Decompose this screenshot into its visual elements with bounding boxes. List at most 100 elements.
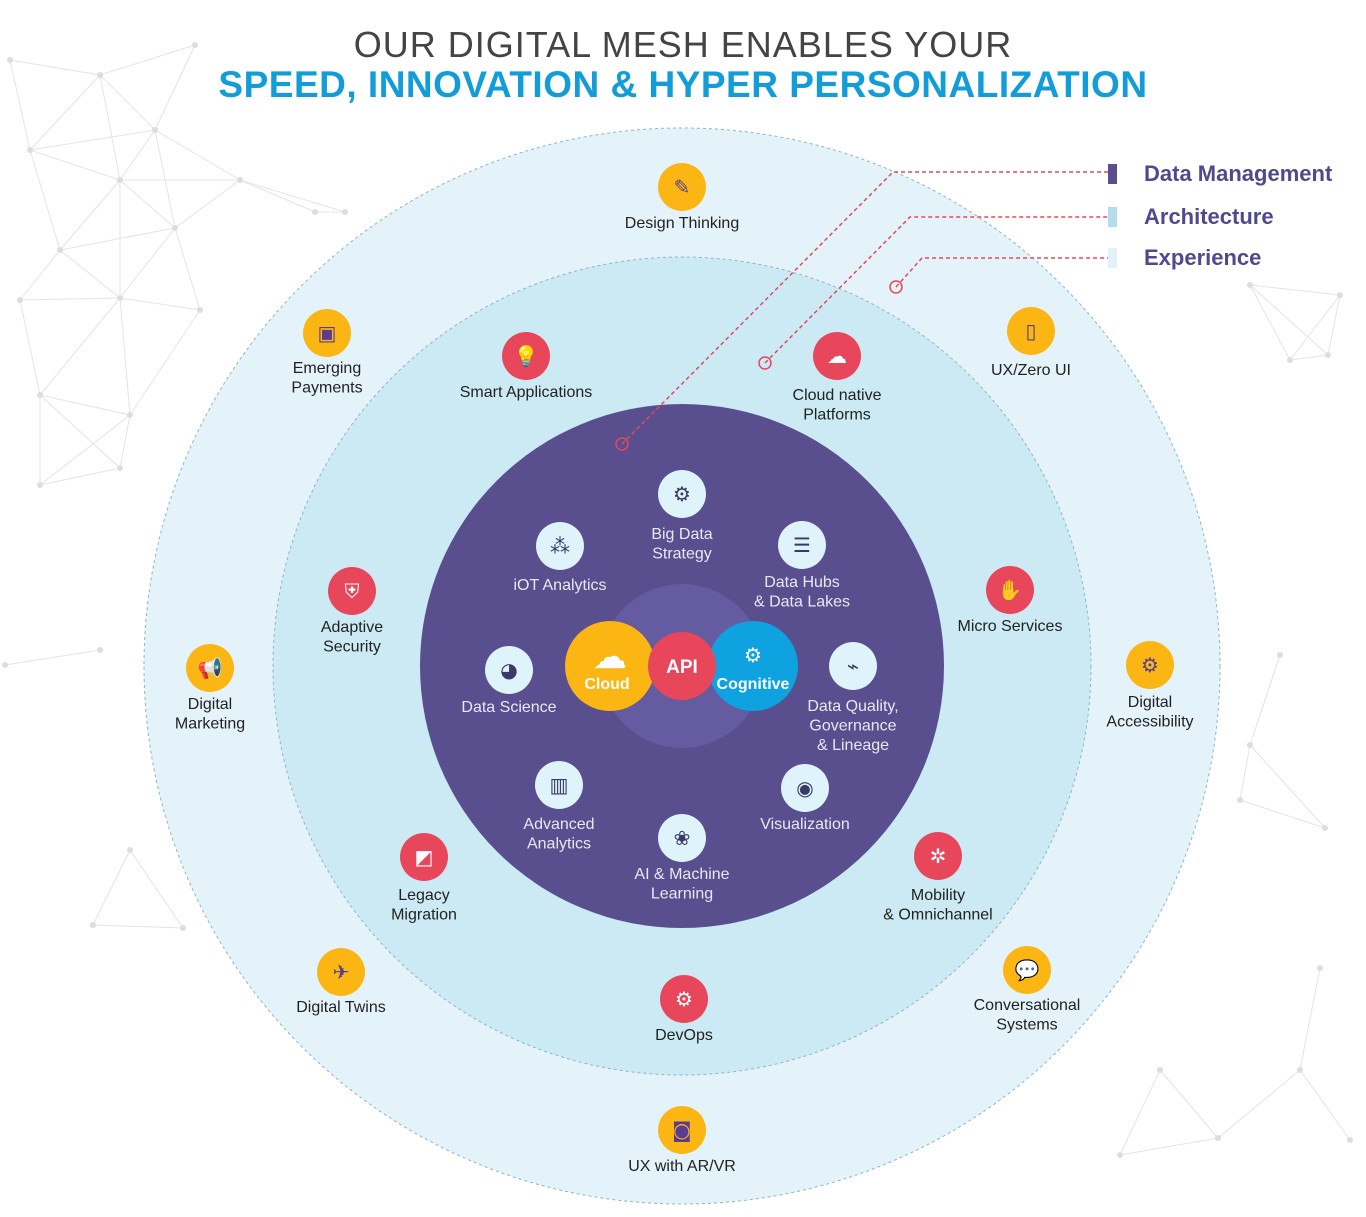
network-line — [1289, 294, 1341, 361]
network-node — [1317, 965, 1323, 971]
icon-badge — [813, 332, 861, 380]
cloud-icon: ☁ — [827, 344, 847, 368]
network-node — [237, 177, 243, 183]
mesh-item-micro-services: ✋Micro Services — [958, 566, 1063, 635]
item-label: Digital — [188, 696, 232, 713]
cloud-icon: ☁ — [593, 637, 627, 677]
network-line — [59, 179, 121, 251]
network-node — [1322, 825, 1328, 831]
mesh-item-ux-zero-ui: ▯UX/Zero UI — [991, 307, 1071, 379]
mesh-item-ux-with-ar-vr: ◙UX with AR/VR — [628, 1106, 736, 1175]
icon-badge — [829, 642, 877, 690]
mesh-item-digital-twins: ✈Digital Twins — [296, 948, 386, 1016]
legend-swatch — [1108, 207, 1117, 227]
network-line — [92, 924, 184, 929]
legend-swatch — [1108, 164, 1117, 184]
legend-connector-line — [895, 257, 1108, 288]
network-node — [127, 847, 133, 853]
network-line — [1249, 284, 1341, 296]
network-line — [9, 59, 31, 151]
network-node — [192, 42, 198, 48]
network-line — [1249, 284, 1329, 356]
item-label: Advanced — [523, 816, 594, 833]
network-line — [9, 59, 101, 76]
network-node — [1215, 1135, 1221, 1141]
network-line — [1249, 284, 1291, 361]
item-label: Smart Applications — [460, 384, 593, 401]
network-node — [7, 57, 13, 63]
legend-label: Experience — [1144, 245, 1262, 270]
network-line — [154, 129, 241, 181]
item-label: Emerging — [293, 360, 361, 377]
network-line — [29, 74, 101, 151]
network-node — [1157, 1067, 1163, 1073]
icon-badge — [186, 644, 234, 692]
item-label: Micro Services — [958, 618, 1063, 635]
cognitive-circle — [708, 621, 798, 711]
icon-badge — [778, 521, 826, 569]
network-line — [99, 44, 196, 76]
chat-bubbles-icon: 💬 — [1015, 958, 1040, 982]
monitor-pulse-icon: ⌁ — [847, 654, 859, 678]
api-label: API — [666, 657, 698, 678]
network-line — [1327, 294, 1341, 356]
legend-connector-dot — [758, 356, 772, 370]
network-line — [129, 849, 184, 929]
network-line — [154, 44, 196, 131]
head-gears-icon: ⚙ — [673, 482, 691, 506]
network-line — [119, 179, 176, 229]
network-node — [342, 209, 348, 215]
mobile-icon: ▯ — [1025, 319, 1036, 343]
network-line — [19, 249, 61, 301]
network-line — [39, 394, 131, 416]
network-line — [92, 849, 131, 926]
network-node — [57, 247, 63, 253]
payment-card-icon: ▣ — [318, 321, 337, 345]
person-gear-icon: ⚙ — [1141, 653, 1159, 677]
legend-architecture: Architecture — [1108, 204, 1274, 230]
network-line — [19, 299, 41, 396]
network-node — [1247, 742, 1253, 748]
network-line — [39, 394, 121, 469]
network-node — [180, 925, 186, 931]
legend-connector-dot — [615, 437, 629, 451]
item-label: & Lineage — [817, 737, 889, 754]
network-line — [239, 179, 316, 213]
network-node — [1337, 292, 1343, 298]
item-label: Analytics — [527, 836, 591, 853]
item-label: Security — [323, 639, 381, 656]
legend-connector-line — [764, 216, 1108, 364]
network-line — [1119, 1069, 1161, 1156]
lightbulb-icon: 💡 — [514, 344, 539, 368]
api-circle — [648, 632, 716, 700]
legend-swatch — [1108, 248, 1117, 268]
bar-chart-icon: ▥ — [550, 773, 569, 797]
network-line — [174, 179, 241, 229]
network-node — [1297, 1067, 1303, 1073]
icon-badge — [781, 764, 829, 812]
migration-icon: ◩ — [415, 845, 434, 869]
item-label: Governance — [809, 718, 896, 735]
item-label: Design Thinking — [625, 215, 739, 232]
network-node — [127, 412, 133, 418]
item-label: Platforms — [803, 407, 871, 424]
item-label: Legacy — [398, 887, 450, 904]
mesh-item-visualization: ◉Visualization — [760, 764, 850, 833]
network-line — [1289, 354, 1329, 361]
item-label: iOT Analytics — [513, 577, 606, 594]
item-label: & Omnichannel — [883, 907, 992, 924]
network-line — [174, 227, 201, 311]
mesh-item-smart-applications: 💡 Smart Applications — [460, 332, 593, 401]
server-icon: ☰ — [793, 533, 811, 557]
network-node — [197, 307, 203, 313]
network-node — [152, 127, 158, 133]
megaphone-icon: 📢 — [198, 656, 223, 680]
item-label: Big Data — [651, 526, 712, 543]
network-line — [39, 297, 121, 396]
title-line-1: OUR DIGITAL MESH ENABLES YOUR — [353, 24, 1013, 65]
